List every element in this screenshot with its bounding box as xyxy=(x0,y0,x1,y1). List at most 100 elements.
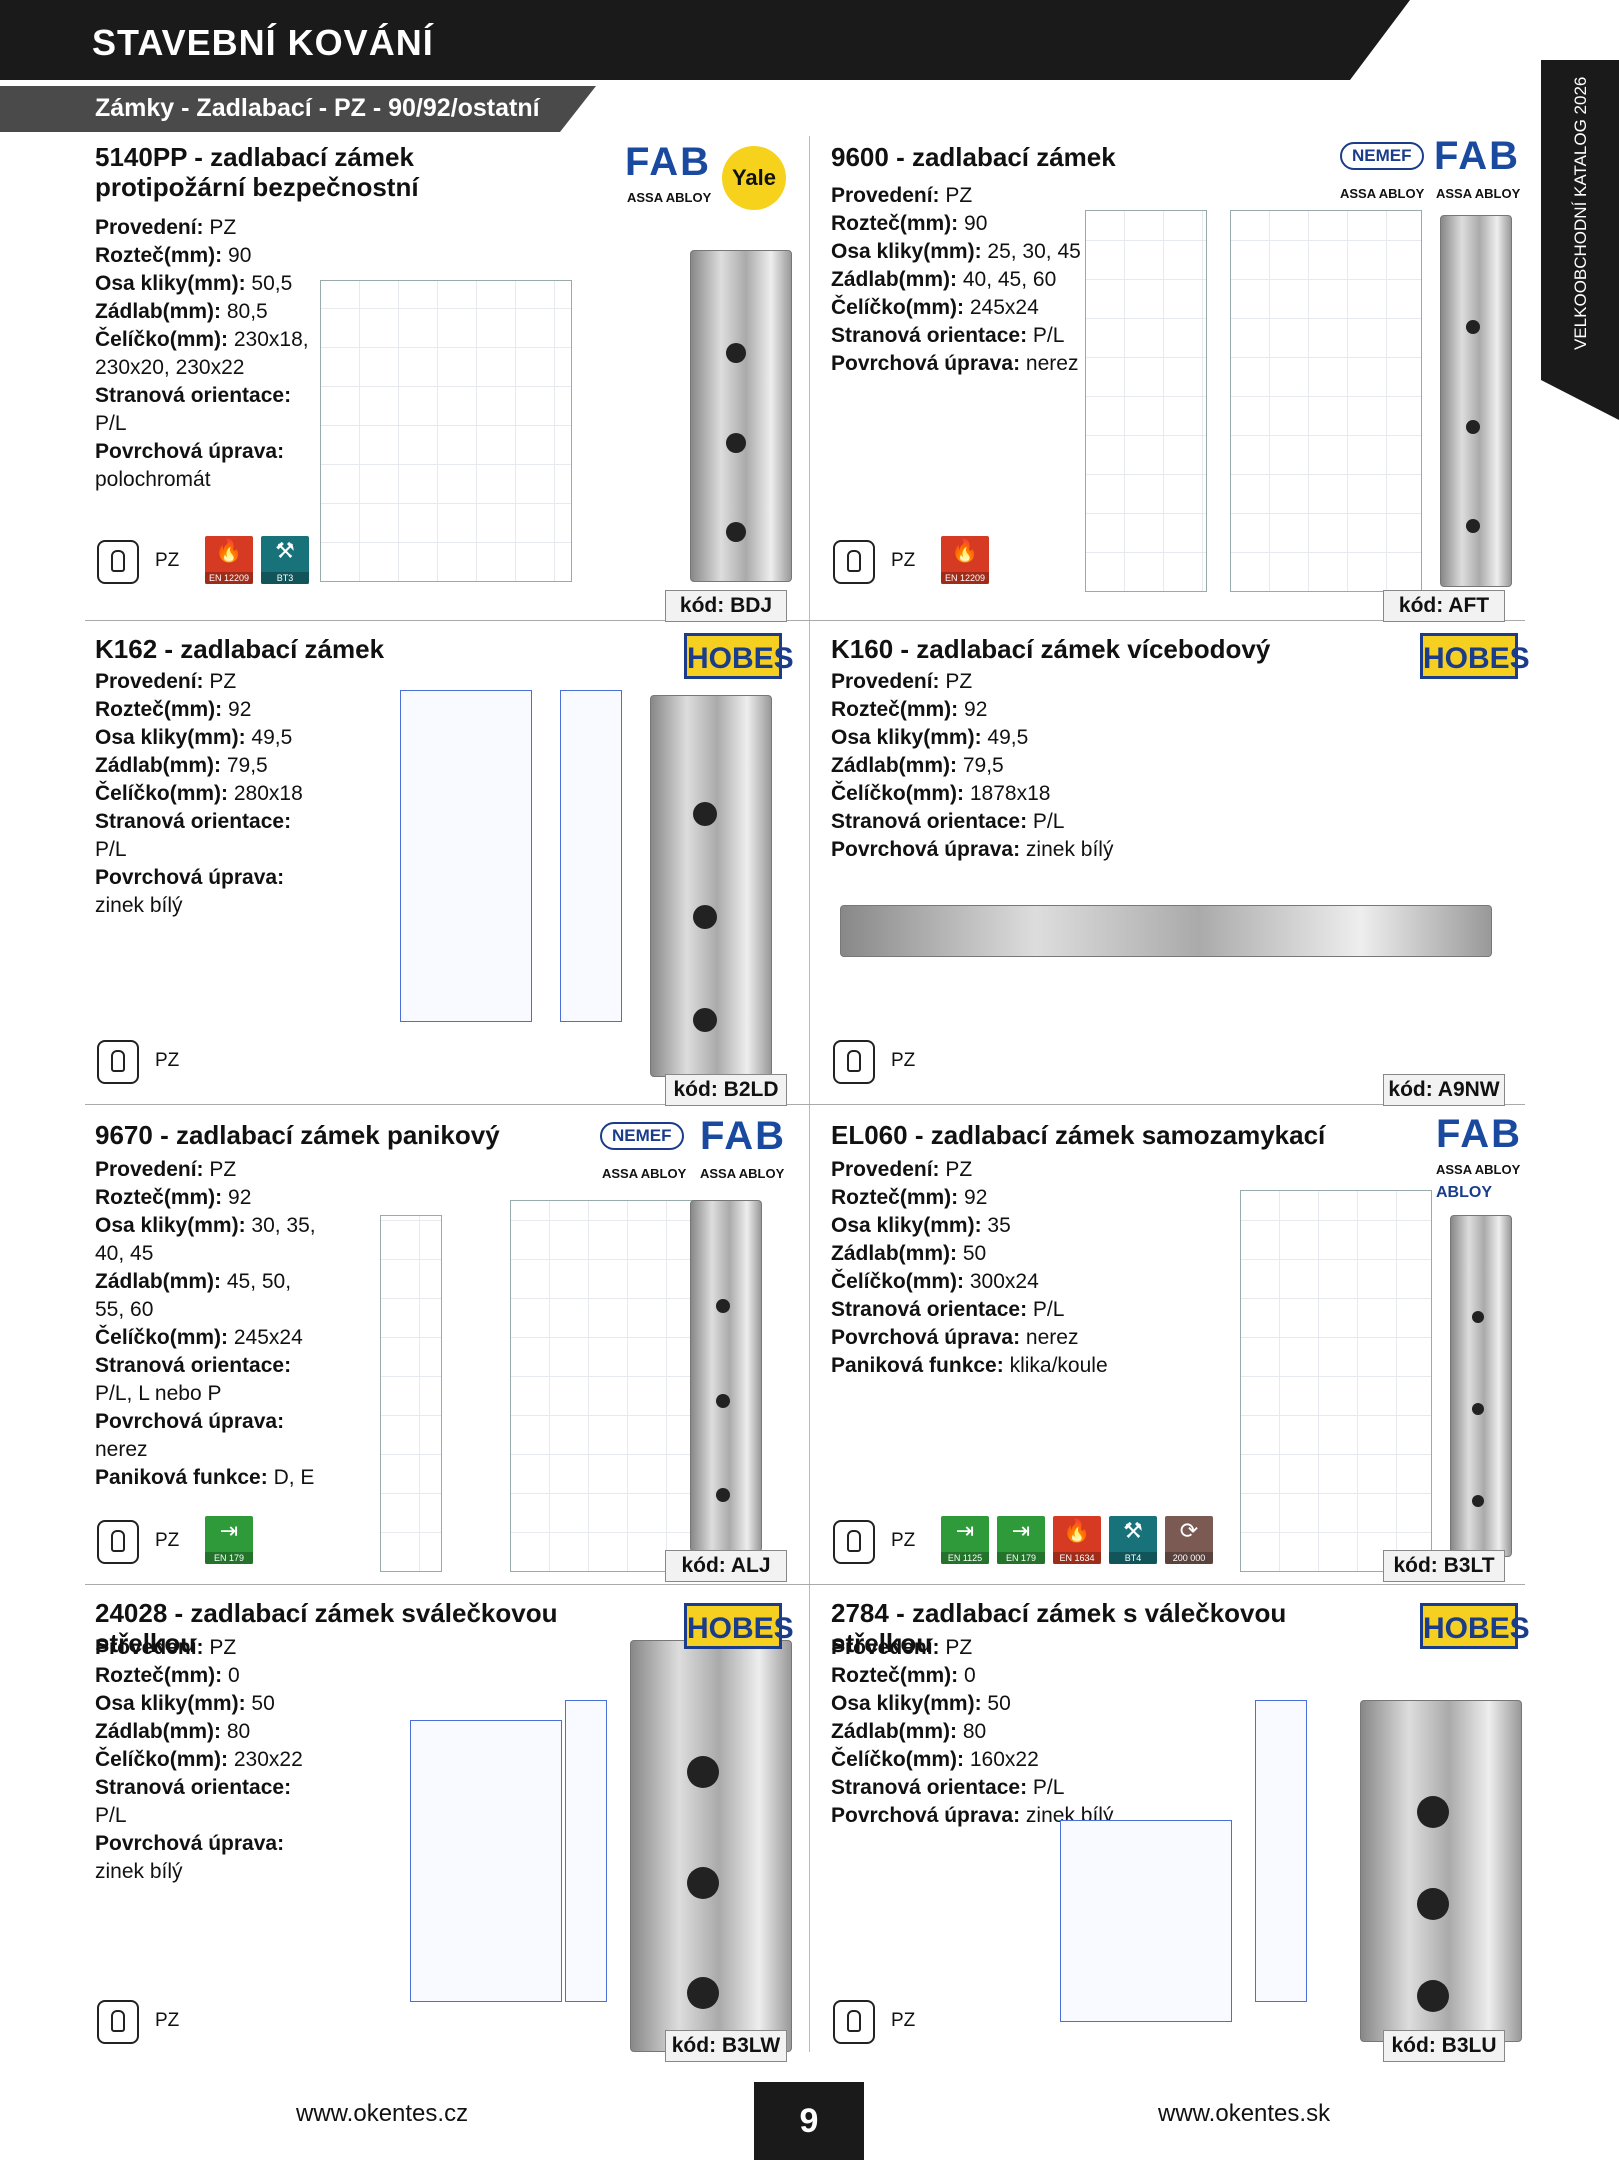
spec-row: Zádlab(mm): 80 xyxy=(95,1718,325,1746)
footer-website-sk[interactable]: www.okentes.sk xyxy=(1158,2100,1331,2127)
certification-badge: ⚒BT4 xyxy=(1109,1516,1157,1564)
certification-badge: 🔥EN 1634 xyxy=(1053,1516,1101,1564)
hobes-logo: HOBES xyxy=(1420,633,1530,679)
spec-value: PZ xyxy=(209,1158,237,1181)
spec-row: Stranová orientace: P/L xyxy=(95,808,325,864)
spec-row: Osa kliky(mm): 30, 35, 40, 45 xyxy=(95,1212,325,1268)
spec-key: Provedení: xyxy=(831,184,940,207)
lock-hole xyxy=(1472,1403,1484,1415)
spec-value: PZ xyxy=(209,670,237,693)
spec-key: Rozteč(mm): xyxy=(831,1186,959,1209)
spec-key: Stranová orientace: xyxy=(831,324,1028,347)
side-label: VELKOOBCHODNÍ KATALOG 2026 xyxy=(1571,76,1590,350)
spec-value: P/L xyxy=(95,1804,127,1827)
spec-key: Zádlab(mm): xyxy=(95,1720,221,1743)
spec-row: Rozteč(mm): 92 xyxy=(95,696,325,724)
spec-row: Zádlab(mm): 79,5 xyxy=(95,752,325,780)
spec-value: 80 xyxy=(962,1720,987,1743)
lock-hole xyxy=(1465,519,1480,534)
spec-key: Povrchová úprava: xyxy=(95,1832,285,1855)
spec-row: Čelíčko(mm): 245x24 xyxy=(831,294,1171,322)
spec-key: Osa kliky(mm): xyxy=(95,726,246,749)
cert-label: EN 12209 xyxy=(941,572,989,584)
spec-value: 50,5 xyxy=(251,272,293,295)
pz-label: PZ xyxy=(891,1530,916,1551)
certification-badge: ⟳200 000 xyxy=(1165,1516,1213,1564)
assa-abloy-logo: ASSA ABLOY xyxy=(627,190,712,205)
lock-hole xyxy=(693,802,717,827)
cert-icon: 🔥 xyxy=(951,538,979,563)
lock-hole xyxy=(687,1977,719,2010)
spec-value: PZ xyxy=(209,216,237,239)
lock-hole xyxy=(1417,1979,1449,2012)
cert-label: EN 179 xyxy=(205,1552,253,1564)
cert-icon: ⇥ xyxy=(219,1518,239,1543)
spec-row: Zádlab(mm): 40, 45, 60 xyxy=(831,266,1171,294)
hobes-logo: HOBES xyxy=(1420,1603,1530,1649)
cylinder-key-icon xyxy=(833,2000,875,2044)
fab-logo: FAB xyxy=(1434,134,1520,178)
lock-hole xyxy=(1417,1796,1449,1829)
spec-row: Čelíčko(mm): 230x18, 230x20, 230x22 xyxy=(95,326,325,382)
spec-key: Povrchová úprava: xyxy=(831,838,1021,861)
spec-row: Osa kliky(mm): 50,5 xyxy=(95,270,325,298)
row-divider xyxy=(85,1584,1525,1585)
nemef-logo: NEMEF xyxy=(600,1122,684,1150)
pz-label: PZ xyxy=(155,1530,180,1551)
product-photo xyxy=(1440,215,1512,587)
cylinder-key-icon xyxy=(97,1520,139,1564)
spec-value: 40, 45, 60 xyxy=(962,268,1057,291)
spec-value: 25, 30, 45 xyxy=(987,240,1081,263)
page-title: STAVEBNÍ KOVÁNÍ xyxy=(92,22,434,63)
cert-icon: ⇥ xyxy=(955,1518,975,1543)
spec-row: Čelíčko(mm): 245x24 xyxy=(95,1324,325,1352)
cylinder-key-icon xyxy=(97,2000,139,2044)
product-photo xyxy=(650,695,772,1077)
spec-key: Zádlab(mm): xyxy=(831,1242,957,1265)
spec-key: Rozteč(mm): xyxy=(95,1664,223,1687)
spec-row: Povrchová úprava: zinek bílý xyxy=(95,864,325,920)
cylinder-key-icon xyxy=(833,1520,875,1564)
page-number: 9 xyxy=(754,2082,864,2160)
spec-value: 35 xyxy=(987,1214,1011,1237)
hobes-logo: HOBES xyxy=(684,1603,794,1649)
spec-row: Provedení: PZ xyxy=(95,1156,325,1184)
spec-key: Provedení: xyxy=(95,1158,204,1181)
spec-value: 92 xyxy=(228,698,252,721)
spec-row: Povrchová úprava: zinek bílý xyxy=(95,1830,325,1886)
lock-hole xyxy=(726,521,746,542)
spec-row: Stranová orientace: P/L xyxy=(95,382,325,438)
yale-logo: Yale xyxy=(722,146,786,210)
spec-key: Čelíčko(mm): xyxy=(95,1326,229,1349)
spec-row: Paniková funkce: klika/koule xyxy=(831,1352,1171,1380)
footer-website-cz[interactable]: www.okentes.cz xyxy=(296,2100,469,2127)
spec-value: P/L xyxy=(1032,1298,1065,1321)
certification-badge: ⇥EN 179 xyxy=(997,1516,1045,1564)
spec-value: 30, 35, 40, 45 xyxy=(95,1214,316,1265)
certification-badge: ⚒BT3 xyxy=(261,536,309,584)
spec-key: Paniková funkce: xyxy=(95,1466,268,1489)
spec-key: Rozteč(mm): xyxy=(831,698,959,721)
technical-drawing xyxy=(380,1215,442,1572)
spec-row: Čelíčko(mm): 300x24 xyxy=(831,1268,1171,1296)
product-photo xyxy=(1360,1700,1522,2042)
spec-row: Osa kliky(mm): 25, 30, 45 xyxy=(831,238,1171,266)
pz-label: PZ xyxy=(891,2010,916,2031)
page-subtitle: Zámky - Zadlabací - PZ - 90/92/ostatní xyxy=(95,94,540,122)
product-title: 24028 - zadlabací zámek sválečkovou stře… xyxy=(95,1598,558,1658)
cert-label: 200 000 xyxy=(1165,1552,1213,1564)
pz-label: PZ xyxy=(891,550,916,571)
abloy-logo: ABLOY xyxy=(1436,1184,1492,1201)
spec-row: Rozteč(mm): 92 xyxy=(95,1184,325,1212)
cylinder-key-icon xyxy=(833,1040,875,1084)
spec-value: 1878x18 xyxy=(969,782,1051,805)
spec-value: 92 xyxy=(964,698,988,721)
spec-key: Provedení: xyxy=(95,1636,204,1659)
spec-value: 50 xyxy=(962,1242,987,1265)
spec-value: 160x22 xyxy=(969,1748,1039,1771)
spec-row: Povrchová úprava: zinek bílý xyxy=(831,836,1171,864)
spec-value: P/L xyxy=(1032,1776,1065,1799)
product-photo xyxy=(690,250,792,582)
